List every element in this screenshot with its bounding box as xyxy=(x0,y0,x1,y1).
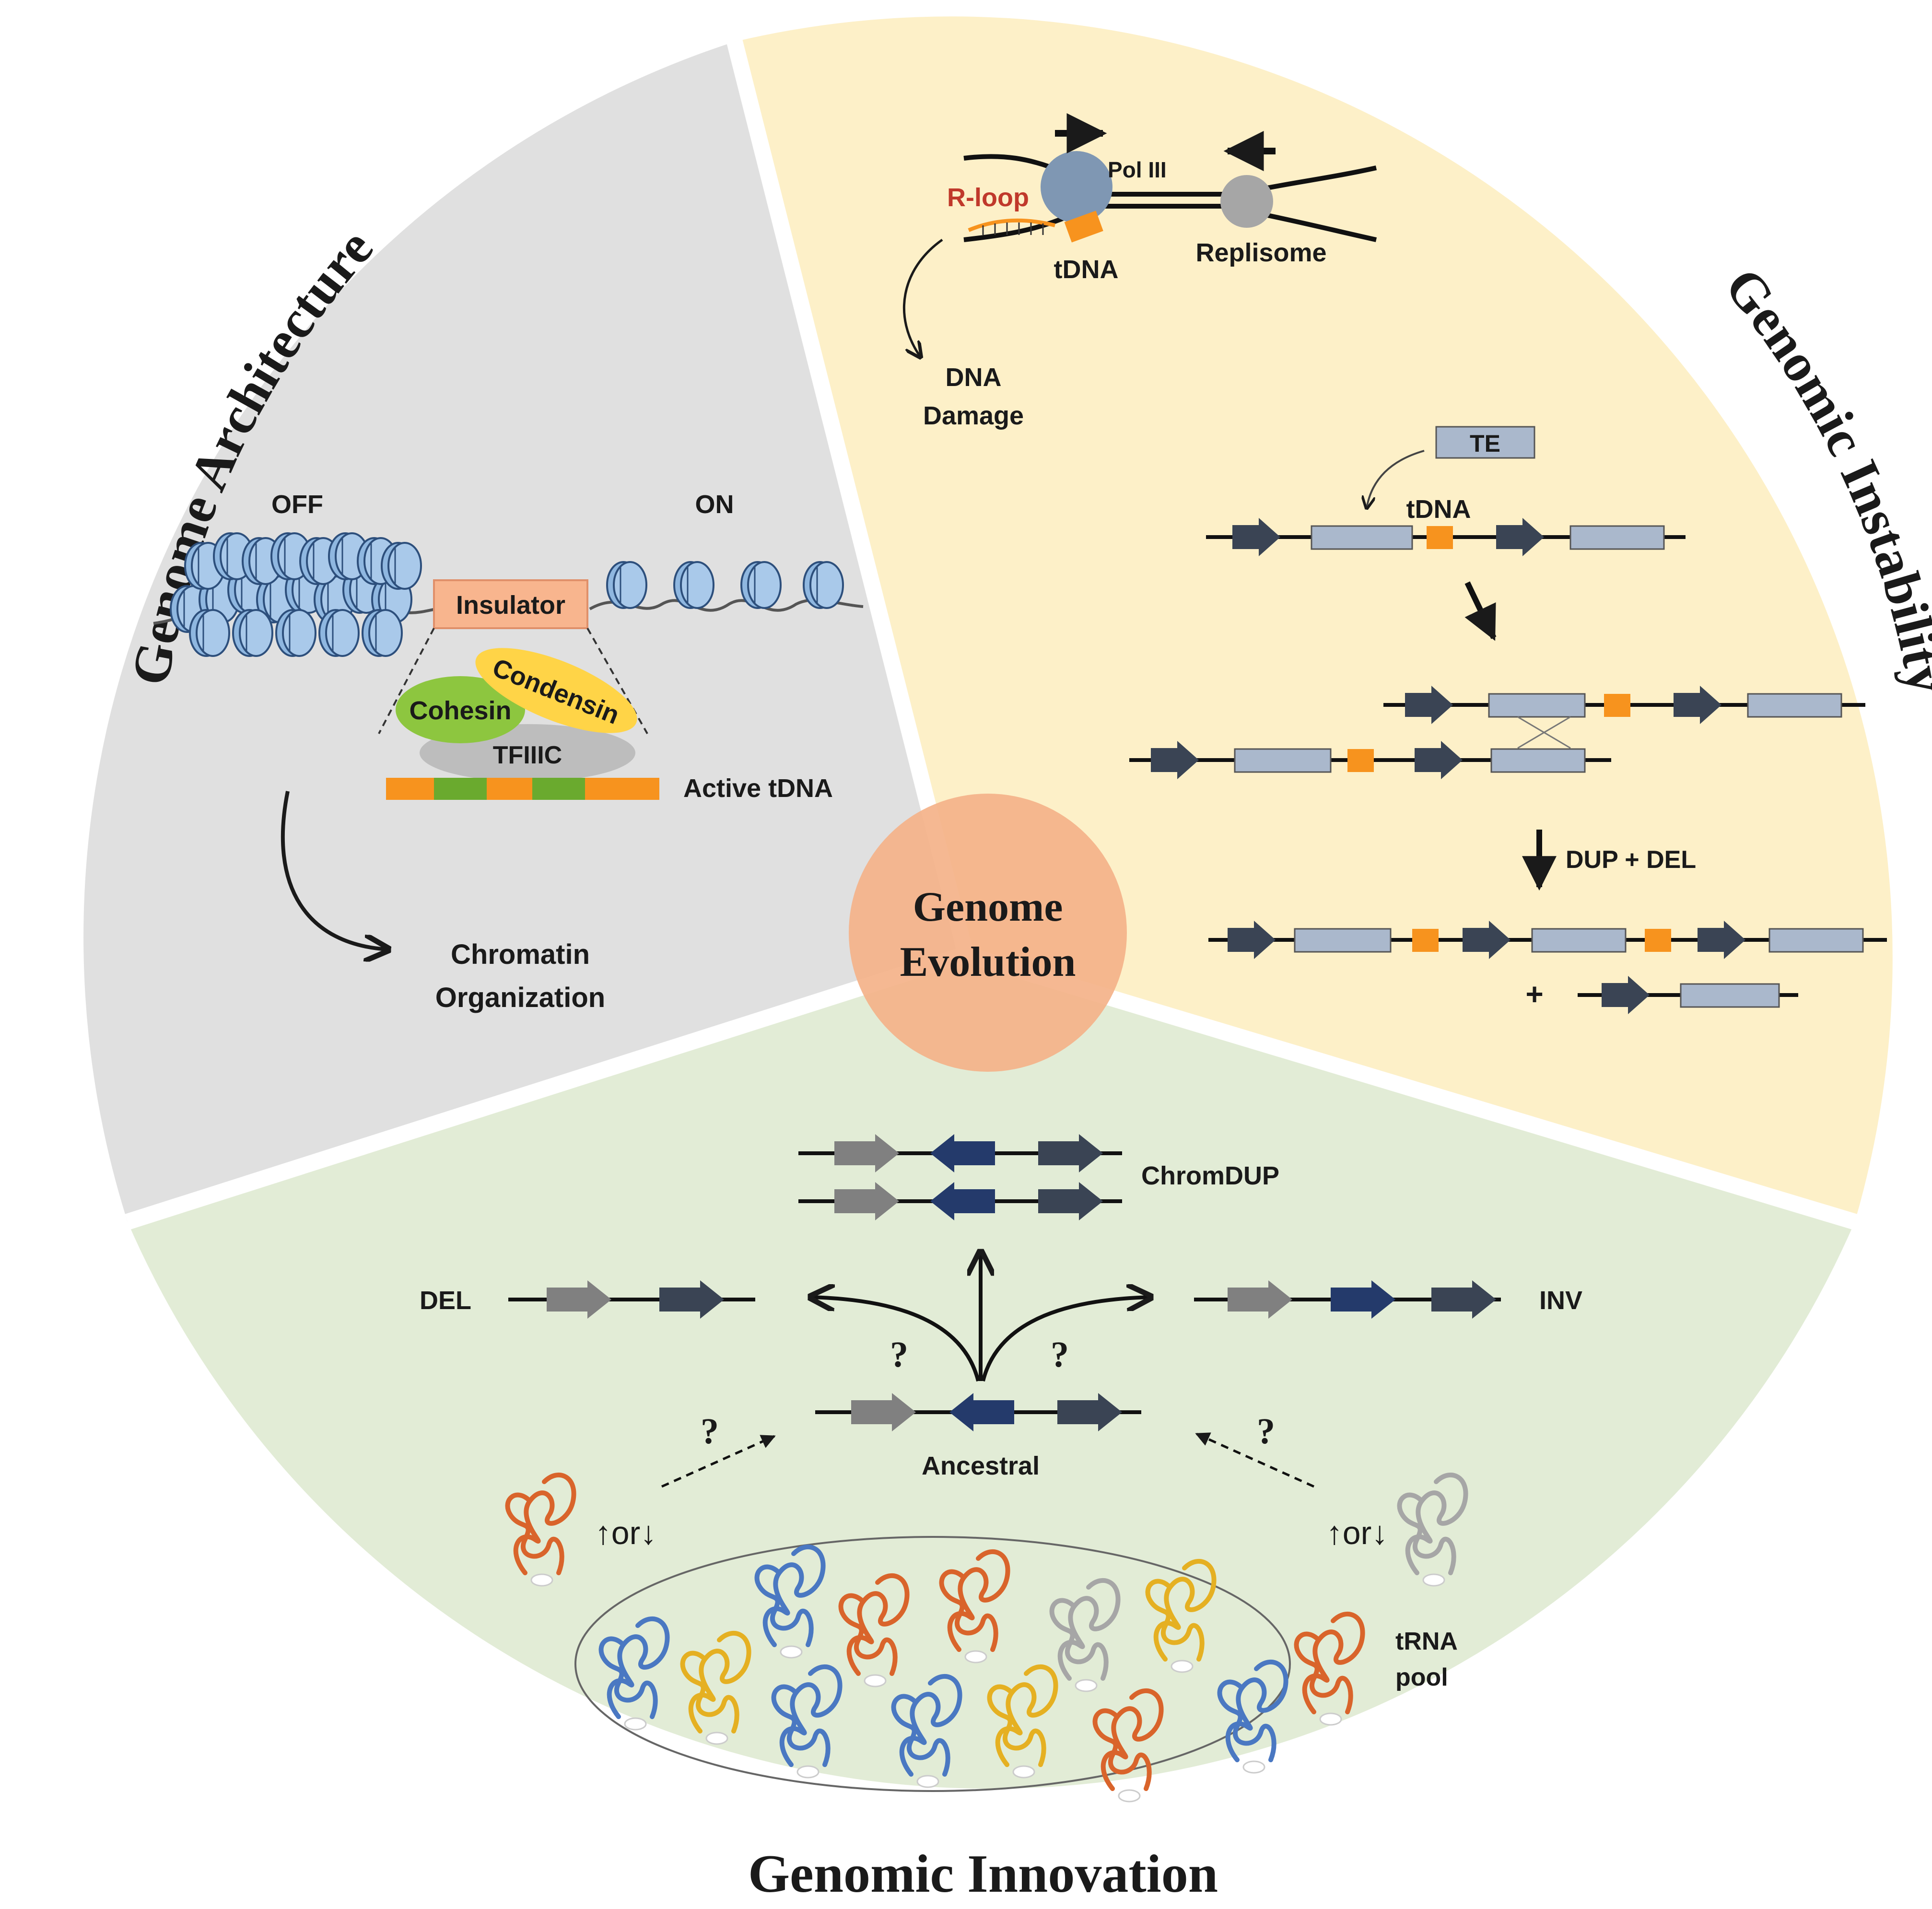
dna-strand-bottom-left xyxy=(963,213,1070,242)
cohesin-complex xyxy=(396,676,525,743)
zoom-line-right xyxy=(586,628,648,734)
te-element xyxy=(1435,426,1535,459)
del-locus xyxy=(508,1280,755,1319)
tfiiic-label: TFIIIC xyxy=(493,741,562,769)
trna-pool-label-line2: pool xyxy=(1395,1663,1448,1691)
locus-row-2a xyxy=(1383,686,1865,724)
te-insertion-arrow xyxy=(1367,450,1425,508)
instability-panel: R-loop Pol III tDNA Replisome DNA Damage… xyxy=(902,113,1887,1014)
inv-locus xyxy=(1194,1280,1501,1319)
dna-damage-line2: Damage xyxy=(923,401,1024,430)
te-label: TE xyxy=(1470,430,1500,457)
locus-row-4 xyxy=(1578,976,1798,1014)
sector-genome-architecture xyxy=(83,42,966,1222)
step-arrow-1 xyxy=(1464,581,1497,641)
insulator-box xyxy=(433,579,588,629)
question-mark-left-trna: ? xyxy=(701,1411,719,1452)
separator-right xyxy=(963,946,1857,1230)
pol-iii-label: Pol III xyxy=(1108,157,1167,182)
center-label-line2: Evolution xyxy=(900,939,1076,985)
active-tdna-label: Active tDNA xyxy=(683,774,833,803)
ancestral-locus xyxy=(815,1393,1141,1431)
inv-label: INV xyxy=(1539,1286,1582,1315)
up-or-down-right: ↑or↓ xyxy=(1326,1515,1388,1551)
condensin-complex xyxy=(475,648,637,733)
trna-pool-label-line1: tRNA xyxy=(1395,1628,1458,1655)
architecture-panel: OFF ON Insulator TFIIIC xyxy=(153,490,864,1013)
section-title-innovation: Genomic Innovation xyxy=(748,1844,1218,1904)
replisome xyxy=(1220,175,1273,228)
dup-del-label: DUP + DEL xyxy=(1566,846,1696,874)
label-on: ON xyxy=(695,490,734,519)
zoom-line-left xyxy=(378,628,435,734)
innovation-panel: ChromDUP DEL INV Ancestral ? ? xyxy=(420,1134,1582,1802)
center-genome-evolution xyxy=(849,794,1127,1072)
cohesin-label: Cohesin xyxy=(409,696,511,725)
arrow-to-del xyxy=(810,1297,980,1382)
question-mark-del: ? xyxy=(890,1335,908,1375)
tdna-site-top xyxy=(1064,211,1103,243)
rloop-hatch xyxy=(982,223,1044,235)
locus-row-1 xyxy=(1206,518,1686,556)
question-mark-right-trna: ? xyxy=(1257,1411,1275,1452)
separator-left xyxy=(125,946,969,1230)
chromdup-row-2 xyxy=(798,1182,1122,1220)
arrow-to-inv xyxy=(981,1297,1151,1382)
tdna-label-top: tDNA xyxy=(1054,255,1119,284)
locus-row-2b xyxy=(1129,741,1611,779)
rloop-rna xyxy=(968,218,1055,232)
up-or-down-left: ↑or↓ xyxy=(595,1515,656,1551)
rloop-label: R-loop xyxy=(947,183,1029,212)
crossover-lines xyxy=(1517,716,1571,749)
chromatin-organization-line1: Chromatin xyxy=(451,939,590,970)
chromdup-label: ChromDUP xyxy=(1141,1161,1279,1190)
replisome-label: Replisome xyxy=(1195,238,1326,267)
chromdup-row-1 xyxy=(798,1134,1122,1172)
dashed-arrow-left xyxy=(661,1435,776,1488)
locus-row-3 xyxy=(1208,921,1887,959)
trna-pool xyxy=(574,1536,1291,1792)
ancestral-label: Ancestral xyxy=(922,1452,1040,1480)
compacted-nucleosomes xyxy=(170,532,422,657)
tdna-label-mid: tDNA xyxy=(1406,495,1471,524)
plus-sign: + xyxy=(1525,977,1543,1011)
active-tdna-bar xyxy=(386,778,659,800)
pol-iii xyxy=(1041,151,1112,223)
question-mark-inv: ? xyxy=(1051,1335,1069,1375)
chromatin-organization-line2: Organization xyxy=(435,982,605,1013)
arrow-to-chromatin-organization xyxy=(281,791,388,949)
arrow-to-dna-damage xyxy=(902,238,943,357)
insulator-label: Insulator xyxy=(456,591,565,620)
separator-top xyxy=(726,39,974,957)
dna-damage-line1: DNA xyxy=(946,363,1002,392)
del-label: DEL xyxy=(420,1286,471,1315)
label-off: OFF xyxy=(271,490,323,519)
center-label-line1: Genome xyxy=(913,884,1063,930)
